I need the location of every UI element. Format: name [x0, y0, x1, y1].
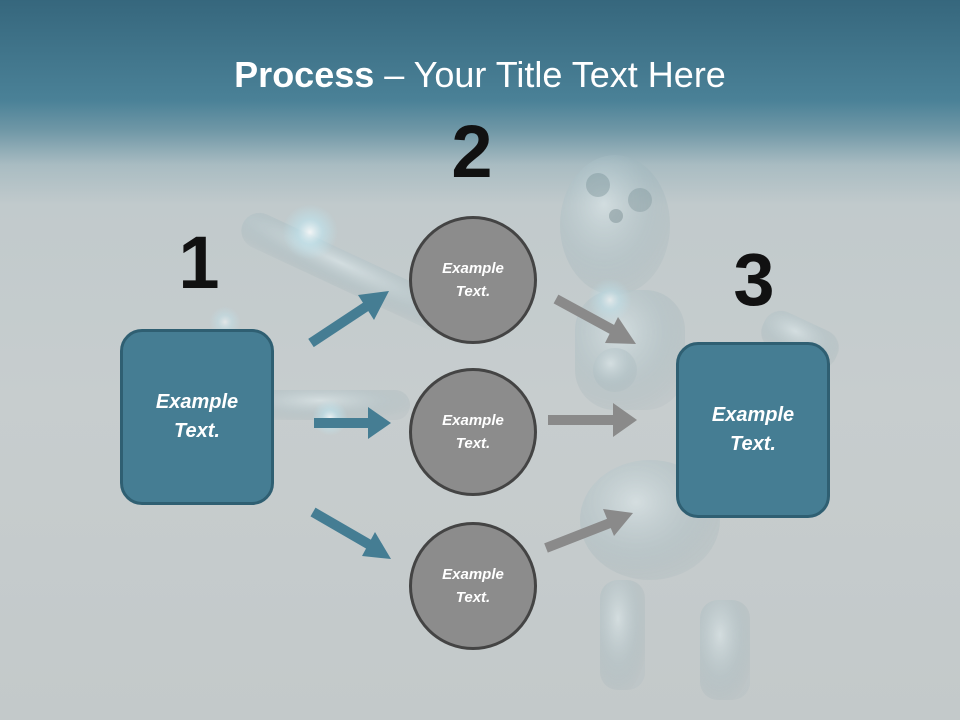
arrow-left-to-circle-1 — [308, 291, 389, 348]
step-number-1: 1 — [178, 221, 220, 304]
step-3-line1: Example — [711, 404, 795, 426]
arrow-circle-2-to-right — [548, 403, 637, 437]
slide-title: Process – Your Title Text Here — [0, 52, 960, 98]
step-1-line2: Text. — [174, 420, 220, 442]
circle-2-line1: Example — [442, 412, 504, 429]
step-number-2: 2 — [451, 110, 493, 193]
arrow-left-to-circle-2 — [314, 407, 391, 439]
arrow-left-to-circle-3 — [310, 507, 391, 559]
step-number-3: 3 — [733, 238, 775, 321]
circle-1-line1: Example — [442, 260, 504, 277]
step-3-line2: Text. — [730, 433, 776, 455]
circle-3-line1: Example — [442, 566, 504, 583]
arrow-circle-3-to-right — [544, 509, 633, 553]
step-1-line1: Example — [155, 391, 239, 413]
circle-1-line2: Text. — [455, 283, 491, 300]
arrow-circle-1-to-right — [553, 294, 636, 344]
circle-2-line2: Text. — [455, 435, 491, 452]
title-rest: – Your Title Text Here — [374, 54, 726, 95]
circle-3-line2: Text. — [455, 589, 491, 606]
title-bold: Process — [234, 54, 375, 95]
